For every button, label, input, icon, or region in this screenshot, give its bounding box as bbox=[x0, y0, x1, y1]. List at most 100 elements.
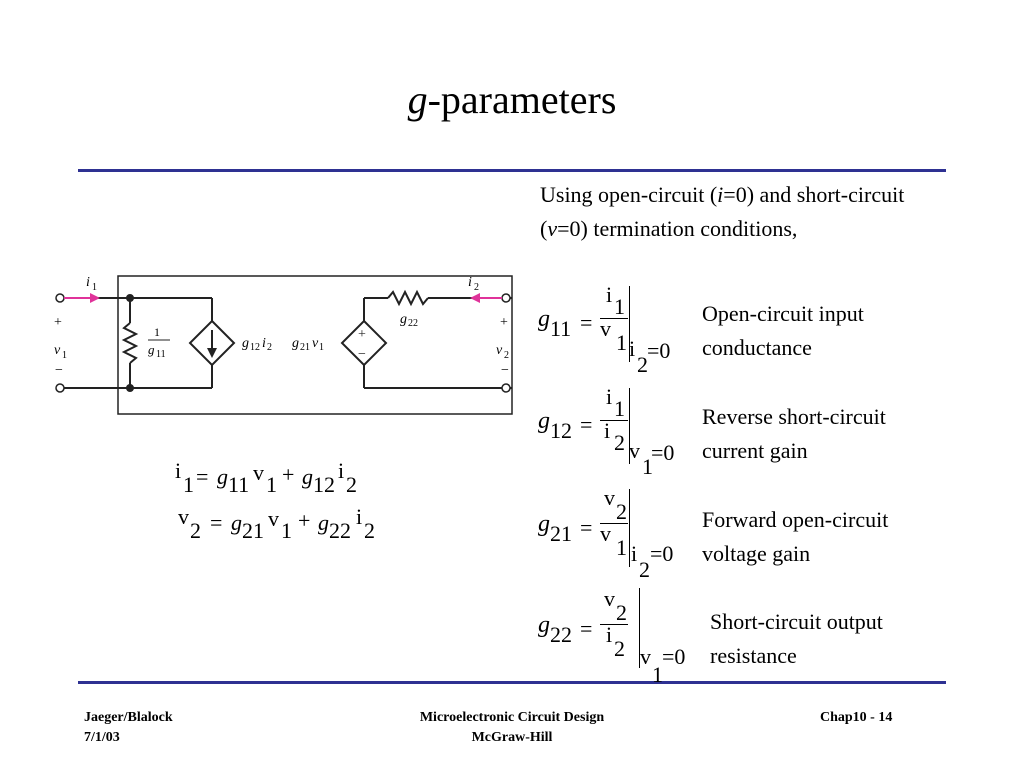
footer-right: Chap10 - 14 bbox=[820, 708, 892, 728]
terminal-left-top bbox=[55, 293, 65, 303]
g12-eval-bar bbox=[629, 388, 630, 464]
g12-desc-line2: current gain bbox=[702, 438, 808, 463]
g11-cond-sub: 2 bbox=[637, 352, 648, 377]
g22-eval-bar bbox=[639, 588, 640, 668]
src2-var-sub: 1 bbox=[319, 342, 324, 353]
g22-definition: g 22 = v 2 i 2 v 1 =0 bbox=[536, 586, 706, 688]
terminal-right-bottom bbox=[501, 383, 511, 393]
g21-cond-eq: =0 bbox=[650, 541, 674, 566]
eq2-g2-sub: 22 bbox=[329, 518, 351, 543]
eq2-lhs: v bbox=[178, 504, 189, 529]
label-i2: i bbox=[468, 275, 472, 290]
label-v2: v bbox=[496, 343, 503, 358]
dependent-current-source bbox=[188, 319, 236, 367]
g21-cond-sub: 2 bbox=[639, 557, 650, 582]
equation-i1: i 1 = g 11 v 1 + g 12 i 2 bbox=[175, 458, 435, 498]
left-plus: + bbox=[54, 315, 62, 330]
g22-denominator-sub: 2 bbox=[614, 636, 625, 661]
g-parameter-circuit: + − i 1 i 2 + v 1 − + v 2 − 1 g 11 g 12 … bbox=[54, 275, 513, 415]
node-top-left bbox=[126, 294, 134, 302]
top-divider bbox=[78, 169, 946, 172]
eq2-lhs-sub: 2 bbox=[190, 518, 201, 543]
g21-eval-bar bbox=[629, 489, 630, 567]
g22-cond-var: v bbox=[640, 644, 651, 669]
g22-equals: = bbox=[580, 616, 593, 641]
right-plus: + bbox=[500, 315, 508, 330]
eq1-lhs: i bbox=[175, 458, 182, 483]
g21-fraction-bar bbox=[600, 523, 628, 524]
g21-index: 21 bbox=[550, 521, 572, 546]
vsource-minus: − bbox=[358, 347, 366, 362]
g12-numerator-sub: 1 bbox=[614, 396, 625, 421]
g22-numerator-sub: 2 bbox=[616, 600, 627, 625]
g21-denominator: v bbox=[600, 521, 611, 546]
g11-numerator-sub: 1 bbox=[614, 294, 625, 319]
left-minus: − bbox=[55, 363, 63, 378]
intro-i-var: i bbox=[717, 182, 724, 207]
eq1-g1: g bbox=[217, 464, 228, 489]
g21-description: Forward open-circuit voltage gain bbox=[702, 503, 952, 571]
g11-equals: = bbox=[580, 310, 593, 335]
eq2-plus: + bbox=[298, 508, 311, 533]
eq1-lhs-sub: 1 bbox=[183, 472, 194, 497]
eq1-g2: g bbox=[302, 464, 313, 489]
g11-fraction-bar bbox=[600, 318, 628, 319]
g22-desc-line1: Short-circuit output bbox=[710, 609, 883, 634]
r1-numerator: 1 bbox=[154, 325, 160, 339]
g12-definition: g 12 = i 1 i 2 v 1 =0 bbox=[536, 384, 706, 484]
eq1-equals: = bbox=[196, 464, 209, 489]
g12-fraction-bar bbox=[600, 420, 628, 421]
g21-numerator-sub: 2 bbox=[616, 499, 627, 524]
g12-denominator-sub: 2 bbox=[614, 430, 625, 455]
eq2-i2-sub: 2 bbox=[364, 518, 375, 543]
g11-denominator-sub: 1 bbox=[616, 330, 627, 355]
resistor-1-g11 bbox=[121, 322, 139, 364]
eq2-g1-sub: 21 bbox=[242, 518, 264, 543]
footer-left: Jaeger/Blalock 7/1/03 bbox=[84, 708, 173, 748]
g11-cond-var: i bbox=[629, 336, 636, 361]
g11-desc-line2: conductance bbox=[702, 335, 812, 360]
vsource-plus: + bbox=[358, 327, 366, 342]
g22-desc-line2: resistance bbox=[710, 643, 797, 668]
g11-denominator: v bbox=[600, 316, 611, 341]
g12-desc-line1: Reverse short-circuit bbox=[702, 404, 886, 429]
g21-equals: = bbox=[580, 515, 593, 540]
current-source-arrow bbox=[207, 348, 217, 358]
g12-cond-sub: 1 bbox=[642, 454, 653, 479]
src1-sub: 12 bbox=[250, 342, 260, 353]
g11-eval-bar bbox=[629, 286, 630, 362]
right-minus: − bbox=[501, 363, 509, 378]
src1-var-sub: 2 bbox=[267, 342, 272, 353]
g21-desc-line1: Forward open-circuit bbox=[702, 507, 889, 532]
src1-var: i bbox=[262, 336, 266, 351]
g22-fraction-bar bbox=[600, 624, 628, 625]
eq2-v1: v bbox=[268, 506, 279, 531]
label-v2-sub: 2 bbox=[504, 350, 509, 361]
g11-definition: g 11 = i 1 v 1 i 2 =0 bbox=[536, 282, 706, 382]
g11-symbol: g bbox=[538, 306, 550, 332]
src2-g: g bbox=[292, 336, 299, 351]
eq2-v1-sub: 1 bbox=[281, 518, 292, 543]
g11-index: 11 bbox=[550, 316, 572, 341]
g21-definition: g 21 = v 2 v 1 i 2 =0 bbox=[536, 485, 706, 587]
node-bottom-left bbox=[126, 384, 134, 392]
g21-symbol: g bbox=[538, 511, 550, 537]
r2-g: g bbox=[400, 312, 407, 327]
g21-desc-line2: voltage gain bbox=[702, 541, 811, 566]
footer-authors: Jaeger/Blalock bbox=[84, 710, 173, 725]
label-v1-sub: 1 bbox=[62, 350, 67, 361]
g12-numerator: i bbox=[606, 384, 613, 409]
label-i2-sub: 2 bbox=[474, 282, 479, 293]
g12-denominator: i bbox=[604, 418, 611, 443]
title-rest: -parameters bbox=[427, 77, 617, 122]
g21-cond-var: i bbox=[631, 541, 638, 566]
eq1-v1: v bbox=[253, 460, 264, 485]
equation-v2: v 2 = g 21 v 1 + g 22 i 2 bbox=[178, 504, 438, 544]
g12-cond-var: v bbox=[629, 438, 640, 463]
g22-denominator: i bbox=[606, 622, 613, 647]
g11-numerator: i bbox=[606, 282, 613, 307]
g21-numerator: v bbox=[604, 485, 615, 510]
footer-page: Chap10 - 14 bbox=[820, 710, 893, 725]
g12-equals: = bbox=[580, 412, 593, 437]
src2-sub: 21 bbox=[300, 342, 310, 353]
